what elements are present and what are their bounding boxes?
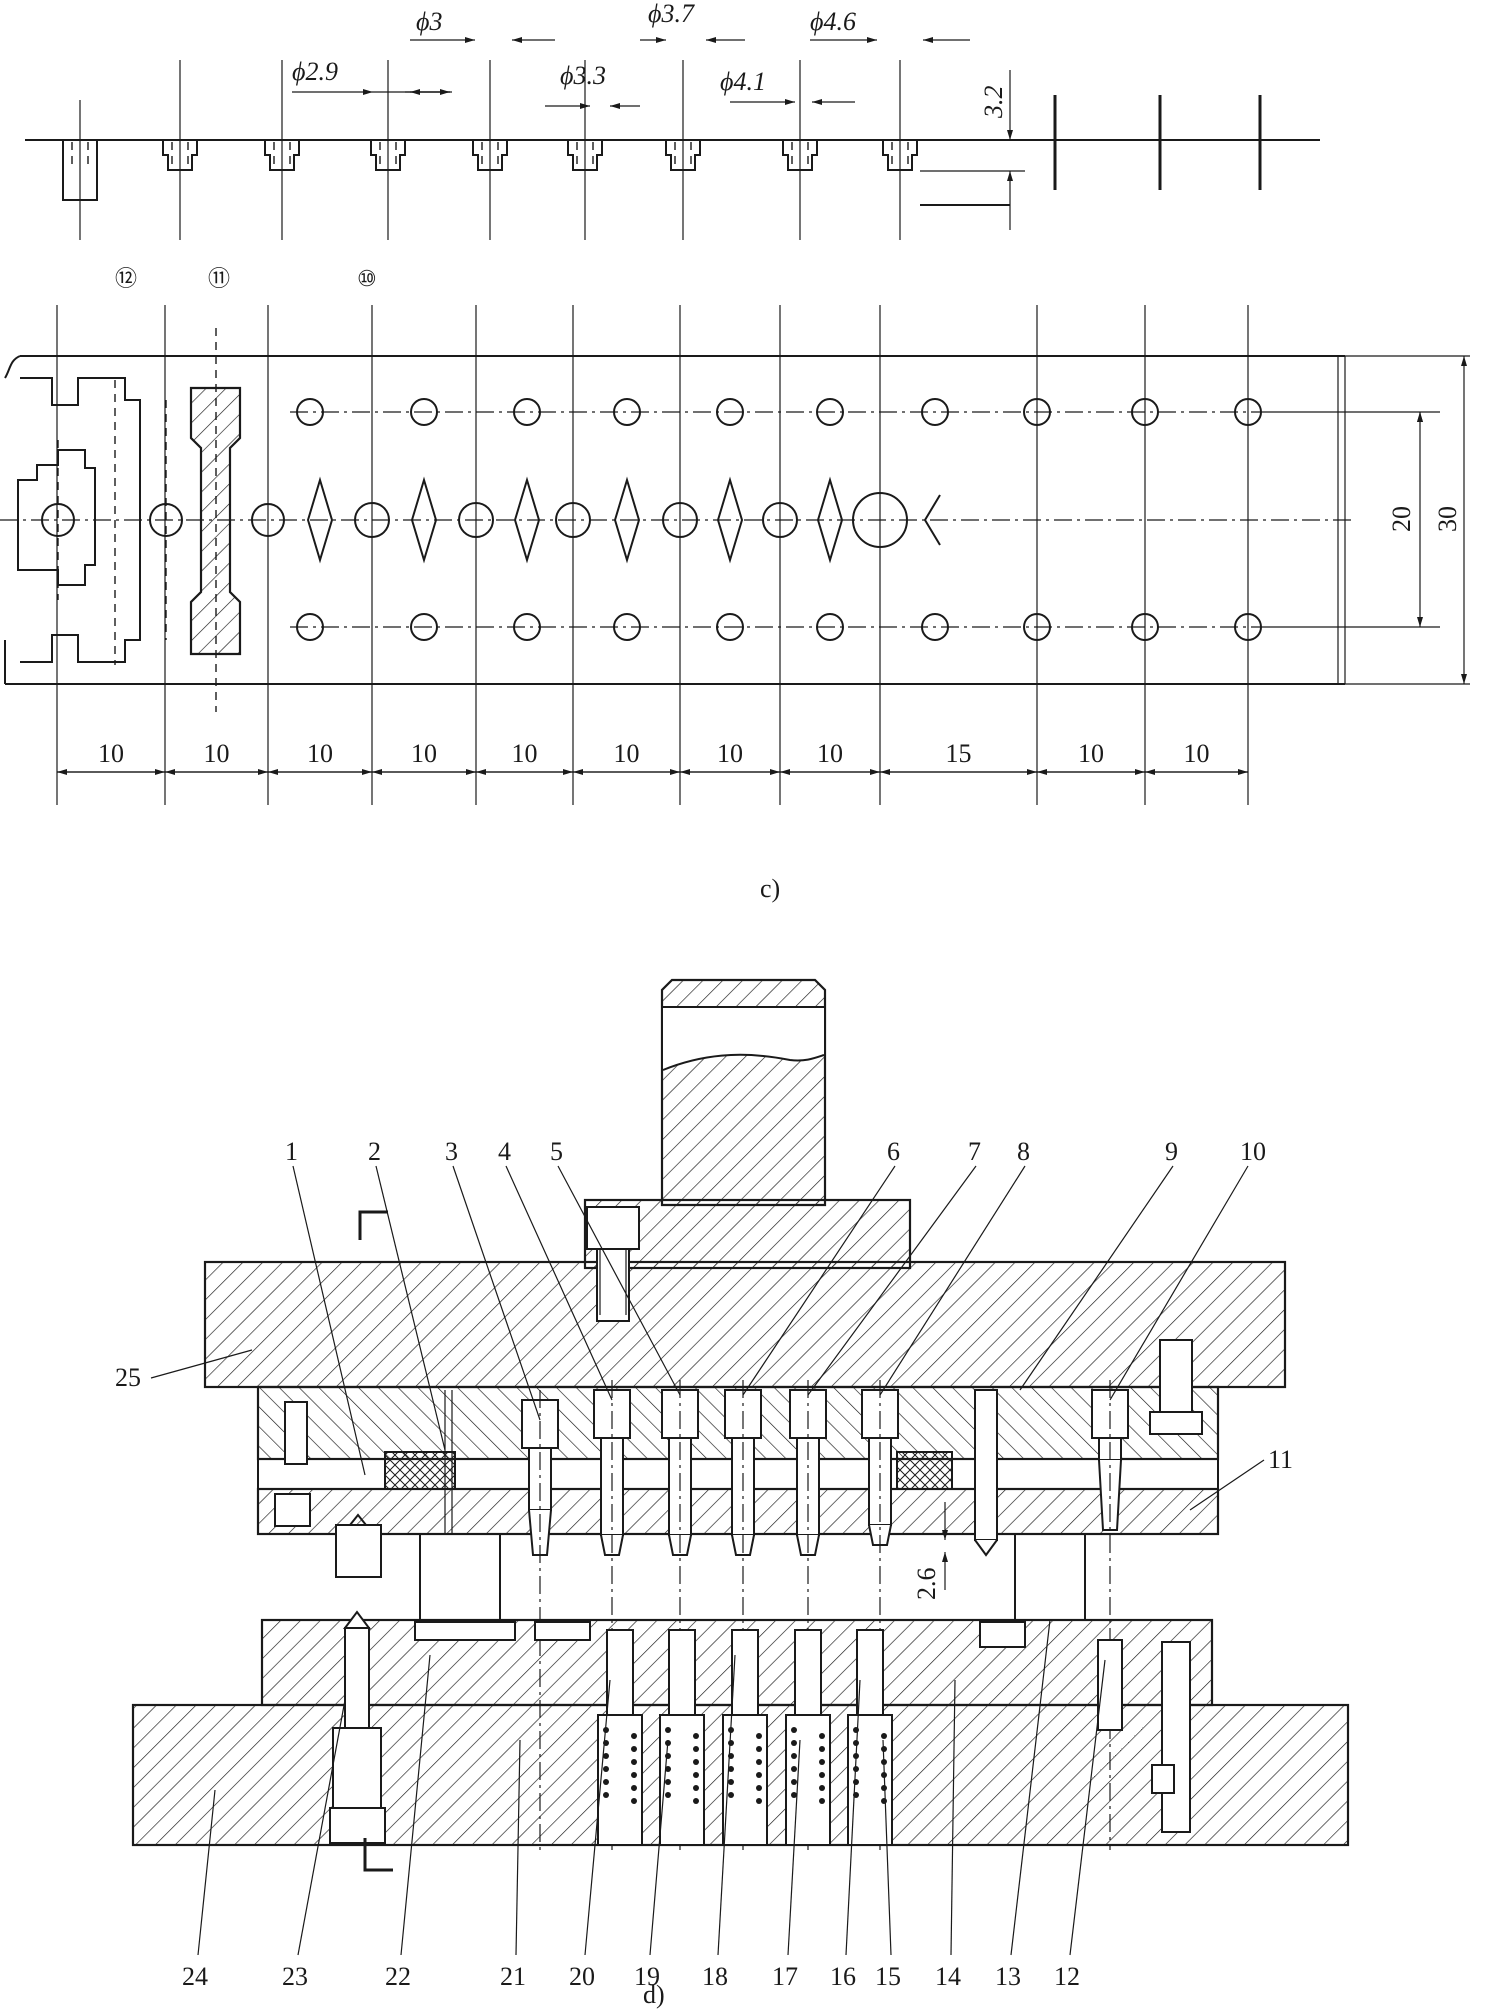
part-label: 16	[830, 1962, 856, 1991]
part-label: 12	[1054, 1962, 1080, 1991]
pitch-label: 10	[1078, 739, 1104, 768]
pitch-label: 10	[717, 739, 743, 768]
blank-center-part	[17, 449, 96, 586]
blank-outline	[20, 377, 141, 663]
part-label: 17	[772, 1962, 798, 1991]
pitch-dimensions: 10 10 10 10 10 10 10 10 15 10 10	[57, 739, 1248, 775]
punch-profile	[782, 60, 818, 240]
dim-step-height: 3.2	[979, 86, 1008, 120]
large-hole	[852, 492, 908, 548]
part-label: 23	[282, 1962, 308, 1991]
dim-phi-2-9: ϕ2.9	[292, 57, 338, 86]
lance-slot	[716, 476, 744, 564]
dim-phi-3-3: ϕ3.3	[560, 61, 606, 90]
pitch-label: 10	[817, 739, 843, 768]
pierced-hole	[555, 502, 591, 538]
station-10-marker: ⑩	[357, 266, 377, 291]
punch	[789, 1380, 827, 1850]
lance-slot	[816, 476, 844, 564]
die-assembly: 2.6	[131, 978, 1350, 1872]
pierced-hole	[354, 502, 390, 538]
part-label: 9	[1165, 1137, 1178, 1166]
pitch-label: 10	[512, 739, 538, 768]
pitch-label: 10	[307, 739, 333, 768]
punch	[1091, 1380, 1129, 1850]
part-label: 24	[182, 1962, 208, 1991]
punch-profile-row: ϕ2.9 ϕ3 ϕ3.3 ϕ3.7 ϕ4.1 ϕ4.6 3.2	[25, 0, 1320, 240]
pitch-label: 15	[946, 739, 972, 768]
web-cutout	[189, 386, 242, 656]
part-label: 22	[385, 1962, 411, 1991]
part-label: 8	[1017, 1137, 1030, 1166]
lance-slot	[410, 476, 438, 564]
punch-profile	[264, 60, 300, 240]
caption-d: d)	[643, 1980, 665, 2009]
pitch-label: 10	[1184, 739, 1210, 768]
pitch-label: 10	[614, 739, 640, 768]
punch-profile	[665, 60, 701, 240]
punch-profile	[567, 60, 603, 240]
punch-profile	[162, 60, 198, 240]
punch-profile	[370, 60, 406, 240]
part-label: 13	[995, 1962, 1021, 1991]
punch	[724, 1380, 762, 1850]
part-label: 14	[935, 1962, 961, 1991]
lance-slot	[306, 476, 334, 564]
part-label: 19	[634, 1962, 660, 1991]
caption-c: c)	[760, 874, 780, 903]
punch-profile	[62, 100, 98, 240]
dim-phi-4-1: ϕ4.1	[720, 67, 766, 96]
part-label: 4	[498, 1137, 511, 1166]
part-label: 21	[500, 1962, 526, 1991]
part-label: 25	[115, 1363, 141, 1392]
part-label: 1	[285, 1137, 298, 1166]
station-11-marker: ⑪	[208, 266, 230, 291]
punch	[861, 1380, 899, 1850]
dim-width-30: 30	[1433, 506, 1462, 532]
part-label: 20	[569, 1962, 595, 1991]
strip-width-dimensions: 20 30	[1265, 355, 1470, 685]
lance-slot	[513, 476, 541, 564]
pierced-hole	[762, 502, 798, 538]
part-label: 11	[1268, 1445, 1293, 1474]
punch-profile	[882, 60, 918, 240]
lance-slot	[613, 476, 641, 564]
pitch-label: 10	[204, 739, 230, 768]
station-12-marker: ⑫	[115, 266, 137, 291]
part-label: 6	[887, 1137, 900, 1166]
part-label: 5	[550, 1137, 563, 1166]
pierced-hole	[458, 502, 494, 538]
dim-clearance: 2.6	[912, 1568, 941, 1601]
dim-width-20: 20	[1387, 506, 1416, 532]
strip-layout	[0, 305, 1355, 805]
part-label: 2	[368, 1137, 381, 1166]
ejector-spring	[785, 1629, 831, 1846]
part-label: 7	[968, 1137, 981, 1166]
diameter-dimensions	[292, 37, 1025, 230]
dim-phi-4-6: ϕ4.6	[810, 7, 856, 36]
part-label: 3	[445, 1137, 458, 1166]
ejector-spring	[659, 1629, 705, 1846]
punch-profile	[472, 60, 508, 240]
punch	[593, 1380, 631, 1850]
dim-phi-3: ϕ3	[416, 7, 442, 36]
part-label: 18	[702, 1962, 728, 1991]
pitch-label: 10	[98, 739, 124, 768]
part-label: 10	[1240, 1137, 1266, 1166]
punch	[661, 1380, 699, 1850]
pitch-label: 10	[411, 739, 437, 768]
pierced-hole	[662, 502, 698, 538]
part-label: 15	[875, 1962, 901, 1991]
dim-phi-3-7: ϕ3.7	[648, 0, 695, 28]
upper-die-plate	[203, 1260, 1287, 1389]
